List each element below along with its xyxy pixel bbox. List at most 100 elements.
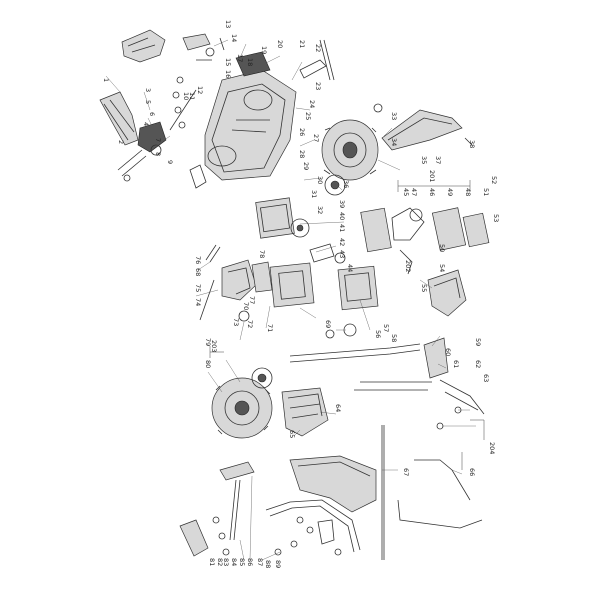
top-bracket-assembly — [121, 29, 225, 63]
callout-79: 79 — [204, 338, 212, 346]
callout-36: 36 — [342, 180, 350, 188]
callout-25: 25 — [304, 112, 312, 120]
control-rod — [381, 425, 483, 560]
callout-76: 76 — [194, 256, 202, 264]
wheel-lower — [211, 367, 273, 439]
callout-69: 69 — [324, 320, 332, 328]
callout-60: 60 — [444, 348, 452, 356]
main-housing — [189, 51, 297, 189]
callout-53: 53 — [492, 214, 500, 222]
callout-48: 48 — [464, 188, 472, 196]
callout-4: 4 — [142, 122, 150, 126]
callout-labels: 1 2 3 4 5 6 7 8 9 10 11 12 13 14 15 16 1… — [102, 20, 500, 568]
callout-27: 27 — [312, 134, 320, 142]
callout-57: 57 — [382, 324, 390, 332]
lower-shroud — [281, 387, 329, 437]
fastener-column — [169, 39, 335, 131]
callout-20: 20 — [276, 40, 284, 48]
callout-64: 64 — [334, 404, 342, 412]
callout-80: 80 — [204, 360, 212, 368]
callout-54: 54 — [438, 264, 446, 272]
callout-33: 33 — [390, 112, 398, 120]
callout-29: 29 — [302, 162, 310, 170]
callout-10: 10 — [182, 92, 190, 100]
callout-88: 88 — [264, 560, 272, 568]
callout-26: 26 — [298, 128, 306, 136]
callout-41: 41 — [338, 224, 346, 232]
right-chute — [423, 269, 485, 430]
callout-6: 6 — [148, 112, 156, 116]
callout-66: 66 — [468, 468, 476, 476]
callout-70: 70 — [242, 302, 250, 310]
callout-24: 24 — [308, 100, 316, 108]
callout-55: 55 — [420, 284, 428, 292]
callout-22: 22 — [314, 44, 322, 52]
callout-19: 19 — [260, 46, 268, 54]
callout-5: 5 — [144, 100, 152, 104]
callout-21: 21 — [298, 40, 306, 48]
callout-59: 59 — [474, 338, 482, 346]
callout-1: 1 — [102, 78, 110, 82]
callout-16: 16 — [224, 70, 232, 78]
callout-203: 203 — [210, 340, 218, 352]
crank-handle — [179, 461, 255, 557]
control-box-cluster — [360, 207, 490, 275]
callout-73: 73 — [232, 318, 240, 326]
wheel-upper — [321, 119, 379, 196]
callout-46: 46 — [428, 188, 436, 196]
callout-202: 202 — [404, 260, 412, 272]
callout-32: 32 — [316, 206, 324, 214]
callout-87: 87 — [256, 558, 264, 566]
callout-7: 7 — [154, 138, 162, 142]
callout-42: 42 — [338, 238, 346, 246]
callout-89: 89 — [274, 560, 282, 568]
callout-58: 58 — [390, 334, 398, 342]
callout-71: 71 — [266, 324, 274, 332]
callout-45: 45 — [402, 188, 410, 196]
callout-40: 40 — [338, 212, 346, 220]
callout-23: 23 — [314, 82, 322, 90]
callout-65: 65 — [288, 430, 296, 438]
callout-28: 28 — [298, 150, 306, 158]
callout-77: 77 — [248, 296, 256, 304]
callout-11: 11 — [188, 92, 196, 100]
callout-39: 39 — [338, 200, 346, 208]
callout-44: 44 — [346, 264, 354, 272]
callout-67: 67 — [402, 468, 410, 476]
callout-14: 14 — [230, 34, 238, 42]
callout-49: 49 — [446, 188, 454, 196]
callout-18: 18 — [246, 58, 254, 66]
callout-2: 2 — [117, 140, 125, 144]
axle-shaft — [289, 323, 432, 391]
callout-9: 9 — [166, 160, 174, 164]
callout-56: 56 — [374, 330, 382, 338]
callout-34: 34 — [390, 138, 398, 146]
callout-52: 52 — [490, 176, 498, 184]
chute-bracket — [99, 91, 167, 182]
callout-35: 35 — [420, 156, 428, 164]
callout-62: 62 — [474, 360, 482, 368]
callout-72: 72 — [246, 320, 254, 328]
callout-75: 75 — [194, 284, 202, 292]
callout-31: 31 — [310, 190, 318, 198]
callout-8: 8 — [154, 152, 162, 156]
group-brackets — [209, 180, 485, 470]
small-hardware — [274, 516, 342, 556]
callout-38: 38 — [468, 140, 476, 148]
callout-78: 78 — [258, 250, 266, 258]
callout-47: 47 — [410, 188, 418, 196]
callout-61: 61 — [452, 360, 460, 368]
callout-37: 37 — [434, 156, 442, 164]
callout-68: 68 — [194, 268, 202, 276]
callout-201: 201 — [428, 170, 436, 182]
callout-84: 84 — [230, 558, 238, 566]
callout-51: 51 — [482, 188, 490, 196]
callout-82: 82 — [216, 558, 224, 566]
callout-3: 3 — [144, 88, 152, 92]
callout-74: 74 — [194, 298, 202, 306]
callout-13: 13 — [224, 20, 232, 28]
callout-86: 86 — [246, 558, 254, 566]
callout-83: 83 — [222, 558, 230, 566]
callout-15: 15 — [224, 58, 232, 66]
